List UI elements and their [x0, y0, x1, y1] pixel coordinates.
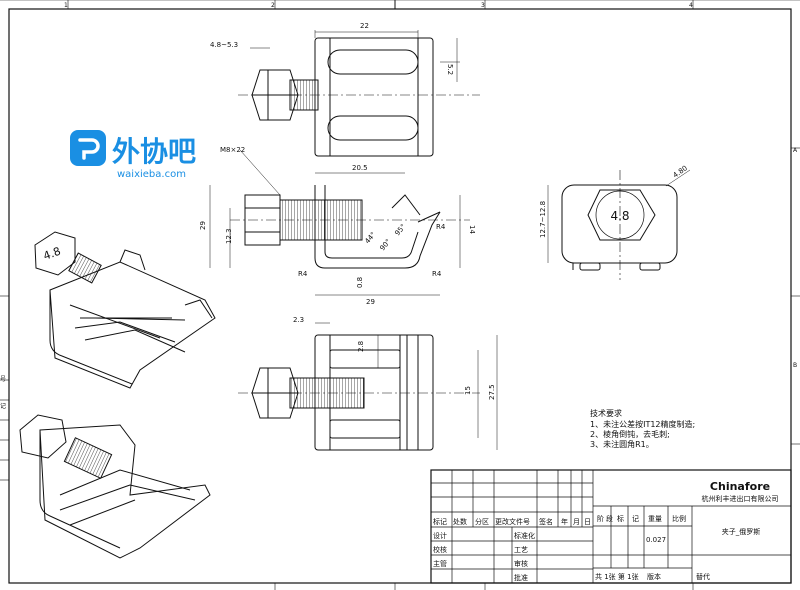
dim-side-r: 4.80: [672, 164, 689, 179]
dim-bot-h1: 15: [464, 386, 472, 395]
dim-angle-a: 44°: [363, 231, 377, 246]
tb-header-0: 标记: [433, 517, 447, 526]
bottom-view: [238, 322, 498, 451]
tb-weight-label: 重量: [648, 515, 662, 523]
tb-row-check: 校核: [433, 545, 447, 554]
front-view: [209, 149, 470, 296]
iso-view-top: [34, 231, 216, 389]
tb-row-approve: 批准: [514, 573, 528, 582]
tb-header-4: 签名: [539, 517, 553, 526]
note-item-2: 2、棱角倒钝，去毛刺;: [590, 429, 670, 439]
tb-row-process: 工艺: [514, 546, 528, 554]
tb-stage-3: 记: [632, 515, 639, 523]
logo-brand: 外协吧: [112, 135, 196, 168]
dim-top-right: 5.2: [446, 64, 454, 75]
notes-title: 技术要求: [590, 408, 622, 418]
tb-header-1: 处数: [453, 517, 467, 526]
waixieba-logo: 外协吧 waixieba.com: [70, 130, 196, 180]
frame-mark-2: 2: [271, 2, 275, 9]
dim-mid-left-inner: 12.3: [225, 228, 233, 244]
tb-scale-label: 比例: [672, 514, 686, 523]
frame-mark-3: 3: [481, 2, 485, 9]
frame-mark-left-1: 号: [0, 376, 6, 383]
company-name: 杭州利丰进出口有限公司: [702, 494, 779, 503]
dim-angle-c: 95°: [393, 223, 407, 238]
part-name: 夹子_俄罗斯: [722, 527, 761, 536]
tb-row-standard: 标准化: [514, 531, 535, 540]
dim-mid-left-h: 29: [199, 221, 207, 230]
dim-bot-left: 2.3: [293, 316, 304, 324]
dim-r-left: R4: [298, 270, 308, 278]
dim-top-width: 22: [360, 22, 369, 30]
company-logo: Chinafore: [710, 480, 770, 493]
tb-stage-0: 阶: [597, 514, 604, 523]
title-block: [430, 469, 792, 584]
tb-replace: 替代: [696, 572, 710, 581]
tb-version: 版本: [647, 572, 661, 581]
dim-thickness: 0.8: [356, 277, 364, 288]
frame-mark-left-2: 记: [0, 403, 6, 410]
dim-thread: M8×22: [220, 146, 245, 154]
top-view: [238, 30, 480, 157]
tb-header-7: 日: [584, 518, 591, 526]
frame-mark-4: 4: [689, 2, 693, 9]
dim-bot-h2: 27.5: [488, 384, 496, 400]
dim-mid-top: 20.5: [352, 164, 368, 172]
tb-row-design: 设计: [433, 531, 447, 540]
dim-angle-b: 90°: [378, 238, 392, 253]
note-item-3: 3、未注圆角R1。: [590, 439, 654, 449]
tb-stage-2: 标: [617, 514, 624, 523]
tb-header-2: 分区: [475, 517, 489, 526]
frame-mark-a: A: [793, 147, 798, 154]
iso-view-bottom: [19, 414, 211, 559]
frame-mark-b: B: [793, 362, 797, 369]
dim-r-bottom: R4: [432, 270, 442, 278]
iso-hex-label: 4.8: [42, 245, 63, 263]
tb-row-chief: 主管: [433, 559, 447, 568]
side-view: [547, 169, 691, 280]
tb-header-3: 更改文件号: [495, 517, 530, 526]
tb-header-5: 年: [561, 517, 568, 526]
tb-row-review: 审核: [514, 559, 528, 568]
dim-side-h: 12.7~12.8: [539, 201, 547, 238]
dim-mid-right-h: 14: [468, 225, 476, 234]
dim-top-left: 4.8~5.3: [210, 41, 238, 49]
frame-mark-1: 1: [64, 2, 68, 9]
logo-icon: [70, 130, 106, 166]
dim-bot-inner: 2.8: [357, 341, 365, 352]
tb-stage-1: 段: [606, 514, 613, 523]
dim-r-right: R4: [436, 223, 446, 231]
tb-header-6: 月: [573, 518, 580, 526]
note-item-1: 1、未注公差按IT12精度制造;: [590, 419, 695, 429]
logo-url: waixieba.com: [117, 169, 186, 180]
dim-mid-bottom: 29: [366, 298, 375, 306]
tb-sheet: 共 1张 第 1张: [595, 572, 639, 581]
side-hex-label: 4.8: [610, 209, 629, 223]
tb-weight-value: 0.027: [646, 536, 666, 544]
